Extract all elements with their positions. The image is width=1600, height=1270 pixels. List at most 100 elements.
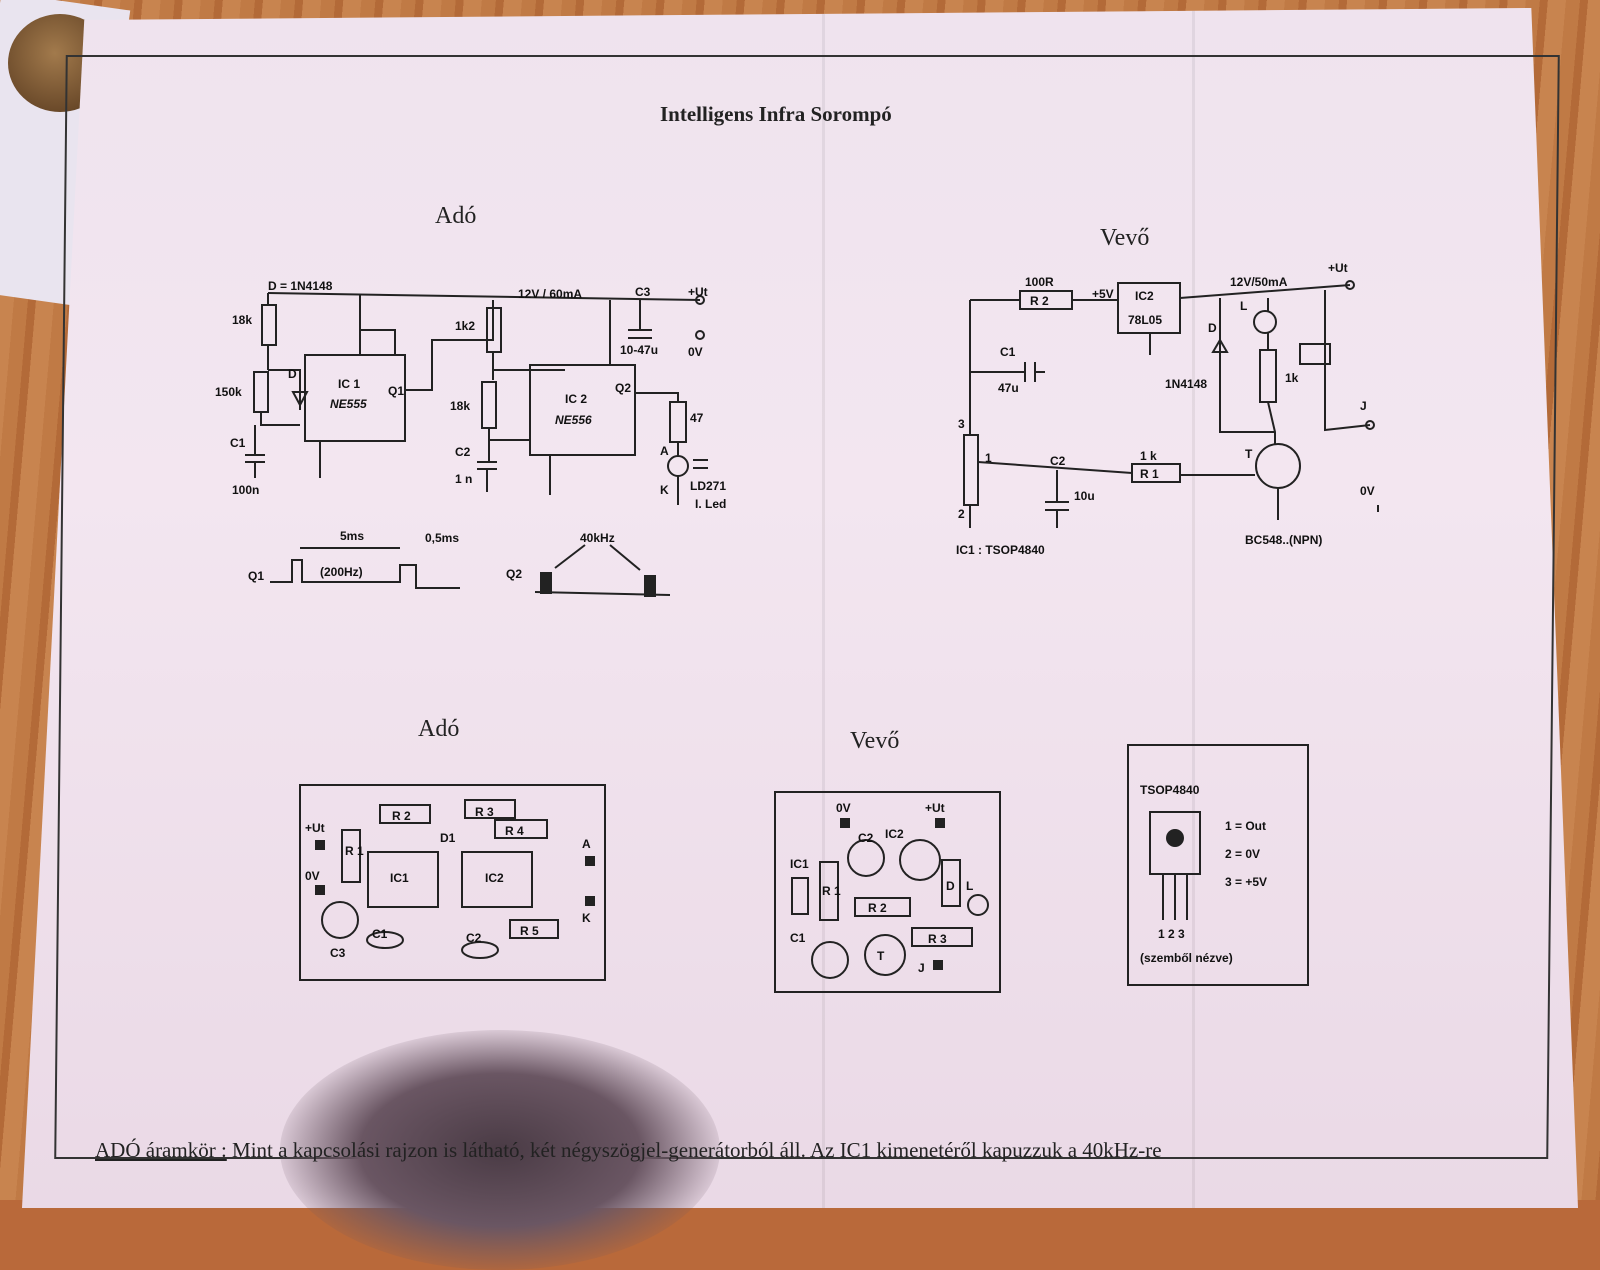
tsop-note: (szemből nézve) bbox=[1140, 951, 1233, 965]
rx-ic1: IC1 : TSOP4840 bbox=[956, 543, 1045, 557]
tx-r5 bbox=[669, 401, 687, 443]
rxb-d: D bbox=[946, 879, 955, 893]
rx-transistor-type: BC548..(NPN) bbox=[1245, 533, 1322, 547]
rxb-c1: C1 bbox=[790, 931, 806, 945]
rx-board-outline bbox=[774, 791, 1001, 993]
rxb-ic2: IC2 bbox=[885, 827, 904, 841]
footer-body: Mint a kapcsolási rajzon is látható, két… bbox=[232, 1138, 1162, 1162]
tx-schematic-heading: Adó bbox=[435, 203, 477, 229]
rxb-r3: R 3 bbox=[928, 932, 947, 946]
tx-r2 bbox=[253, 371, 269, 413]
timing-q2-label: Q2 bbox=[506, 567, 522, 581]
tx-r4-value: 18k bbox=[450, 399, 470, 413]
rx-relay bbox=[1299, 343, 1331, 365]
rx-board: 0V +Ut IC1 IC2 C2 C1 R 1 R 2 R 3 D T J L bbox=[774, 791, 1001, 993]
tx-supply-label: 12V / 60mA bbox=[518, 287, 582, 301]
tx-led-label: LD271 bbox=[690, 479, 726, 493]
burst-left bbox=[540, 572, 552, 594]
txb-c3: C3 bbox=[330, 946, 346, 960]
txb-c2: C2 bbox=[466, 931, 482, 945]
fold-line bbox=[1192, 8, 1195, 1208]
txb-r5: R 5 bbox=[520, 924, 539, 938]
schematic-sheet bbox=[22, 8, 1578, 1208]
rx-ic2-type: 78L05 bbox=[1128, 313, 1162, 327]
rx-schematic-heading: Vevő bbox=[1100, 225, 1150, 251]
rx-supply: 12V/50mA bbox=[1230, 275, 1288, 289]
timing-period: 5ms bbox=[340, 529, 364, 543]
timing-carrier: 40kHz bbox=[580, 531, 615, 545]
rx-r1 bbox=[1131, 463, 1181, 483]
tsop-pin2: 2 = 0V bbox=[1225, 847, 1260, 861]
rx-pin3: 3 bbox=[958, 417, 965, 431]
rxb-j: J bbox=[918, 961, 925, 975]
rx-r2-value: 100R bbox=[1025, 275, 1054, 289]
txb-r4: R 4 bbox=[505, 824, 524, 838]
rx-d-type: 1N4148 bbox=[1165, 377, 1207, 391]
rx-schematic: 100R R 2 +5V IC2 78L05 12V/50mA +Ut C1 4… bbox=[956, 261, 1379, 557]
tx-ic1-label: IC 1 bbox=[338, 377, 360, 391]
rxb-zero-v: 0V bbox=[836, 801, 851, 815]
txb-zero-v: 0V bbox=[305, 869, 320, 883]
tx-ic2 bbox=[529, 364, 636, 456]
circuit-drawing: D = 1N4148 12V / 60mA 18k 150k D C1 100n… bbox=[215, 261, 1379, 993]
tx-plus-ut: +Ut bbox=[688, 285, 708, 299]
tsop-pin3: 3 = +5V bbox=[1225, 875, 1267, 889]
tsop-pinout: TSOP4840 1 = Out 2 = 0V 3 = +5V 1 2 3 (s… bbox=[1127, 744, 1309, 986]
rx-r3 bbox=[1259, 349, 1277, 403]
ir-led bbox=[667, 455, 689, 477]
txb-r2: R 2 bbox=[392, 809, 411, 823]
rx-j-label: J bbox=[1360, 399, 1367, 413]
tx-q1-out: Q1 bbox=[388, 384, 404, 398]
txb-d1: D1 bbox=[440, 831, 456, 845]
tx-led-sub: I. Led bbox=[695, 497, 726, 511]
tsop-pin-numbers: 1 2 3 bbox=[1158, 927, 1185, 941]
rx-ic2-label: IC2 bbox=[1135, 289, 1154, 303]
footer-text: ADÓ áramkör : Mint a kapcsolási rajzon i… bbox=[95, 1138, 1162, 1163]
tx-r4 bbox=[481, 381, 497, 429]
timing-q1-label: Q1 bbox=[248, 569, 264, 583]
burst-right bbox=[644, 575, 656, 597]
txb-r3: R 3 bbox=[475, 805, 494, 819]
rx-board-heading: Vevő bbox=[850, 728, 900, 754]
txb-plus-ut: +Ut bbox=[305, 821, 325, 835]
tx-r3-value: 1k2 bbox=[455, 319, 475, 333]
tx-zero-v: 0V bbox=[688, 345, 703, 359]
timing-pulse: 0,5ms bbox=[425, 531, 459, 545]
tx-cathode: K bbox=[660, 483, 669, 497]
rx-r1-label: R 1 bbox=[1140, 467, 1159, 481]
rx-r1-value: 1 k bbox=[1140, 449, 1157, 463]
tx-board: R 2 R 3 R 4 R 1 R 5 IC1 IC2 D1 C1 C2 C3 … bbox=[299, 784, 606, 981]
timing-freq: (200Hz) bbox=[320, 565, 363, 579]
tx-d-label: D bbox=[288, 367, 297, 381]
rxb-r2: R 2 bbox=[868, 901, 887, 915]
tx-c2-label: C2 bbox=[455, 445, 471, 459]
tx-r1 bbox=[261, 304, 277, 346]
tx-r2-value: 150k bbox=[215, 385, 242, 399]
tsop-pin1: 1 = Out bbox=[1225, 819, 1266, 833]
rxb-ic1: IC1 bbox=[790, 857, 809, 871]
tx-ic2-type: NE556 bbox=[555, 413, 592, 427]
tx-r1-value: 18k bbox=[232, 313, 252, 327]
rx-zero-v: 0V bbox=[1360, 484, 1375, 498]
rx-c1-value: 47u bbox=[998, 381, 1019, 395]
rx-r2 bbox=[1019, 290, 1073, 310]
rx-c1-label: C1 bbox=[1000, 345, 1016, 359]
rxb-plus-ut: +Ut bbox=[925, 801, 945, 815]
fold-line bbox=[822, 8, 825, 1208]
tx-q2-out: Q2 bbox=[615, 381, 631, 395]
txb-ic1: IC1 bbox=[390, 871, 409, 885]
rx-transistor bbox=[1255, 443, 1301, 489]
footer-lead: ADÓ áramkör : bbox=[95, 1138, 227, 1162]
txb-r1: R 1 bbox=[345, 844, 364, 858]
tx-diode-label: D = 1N4148 bbox=[268, 279, 333, 293]
tx-board-outline bbox=[299, 784, 606, 981]
txb-ic2: IC2 bbox=[485, 871, 504, 885]
tx-ic1 bbox=[304, 354, 406, 442]
rx-tsop bbox=[963, 434, 979, 506]
rx-pin1: 1 bbox=[985, 451, 992, 465]
tx-r5-value: 47 bbox=[690, 411, 704, 425]
rx-r3-value: 1k bbox=[1285, 371, 1299, 385]
tx-ic2-label: IC 2 bbox=[565, 392, 587, 406]
tx-c1-value: 100n bbox=[232, 483, 259, 497]
txb-a: A bbox=[582, 837, 591, 851]
